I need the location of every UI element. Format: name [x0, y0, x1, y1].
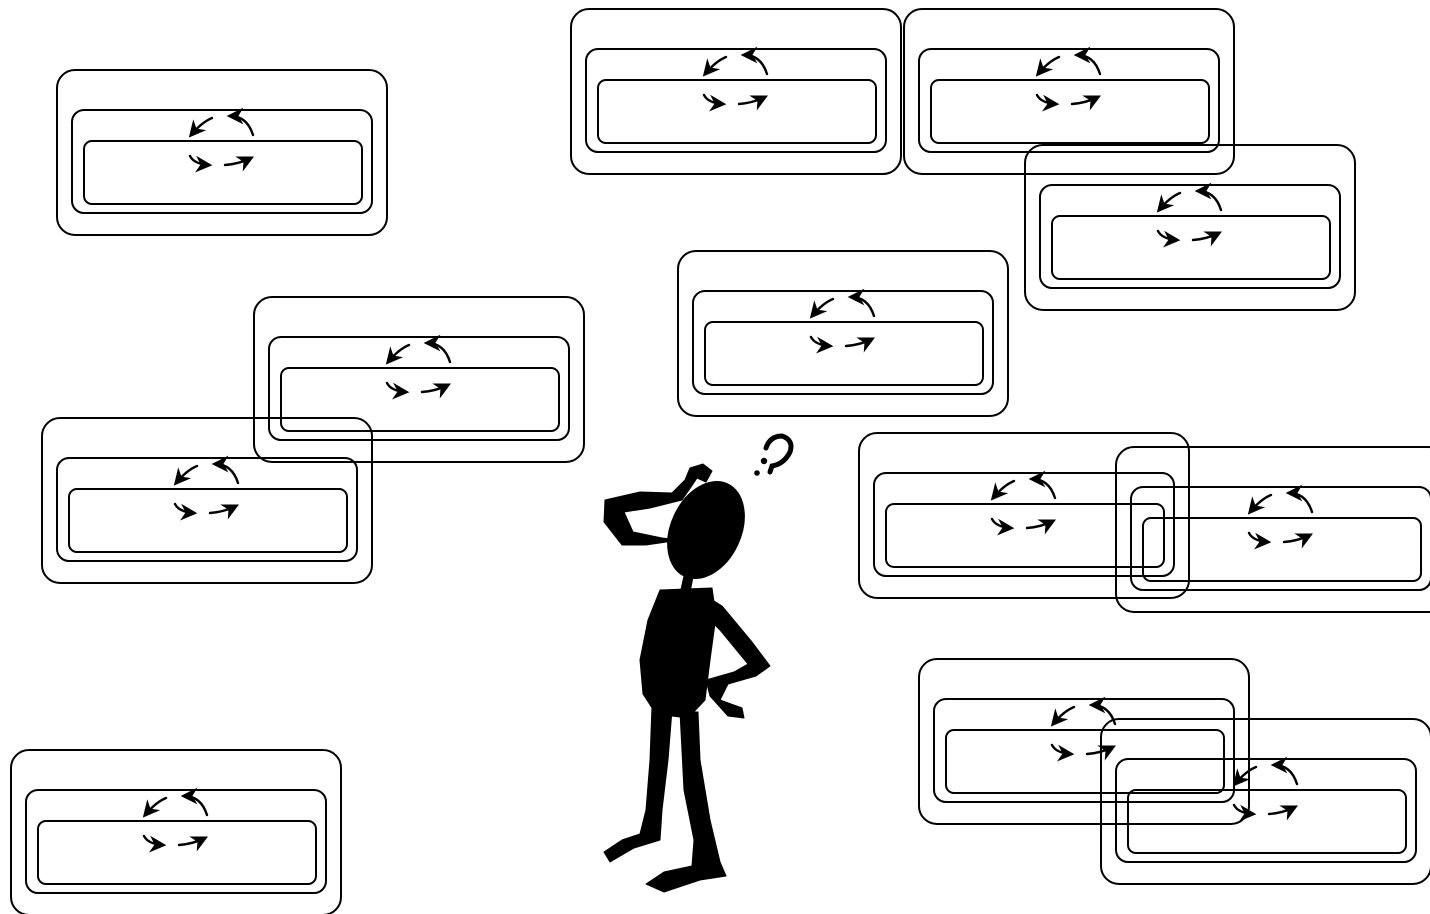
cycle-arrows-icon: [904, 9, 1234, 174]
cycle-arrows-icon: [1025, 145, 1355, 310]
cycle-box: [904, 9, 1234, 174]
confused-stick-figure-icon: ?: [0, 0, 794, 893]
cycle-box: [42, 418, 372, 583]
cycle-arrows-icon: [859, 433, 1189, 598]
cycle-arrows-icon: [57, 70, 387, 235]
cycle-arrows-icon: [678, 251, 1008, 416]
cycle-box: [678, 251, 1008, 416]
cycle-box: [57, 70, 387, 235]
cycle-arrows-icon: [11, 750, 341, 914]
cycle-box: [11, 750, 341, 914]
cycle-box: [919, 659, 1249, 824]
cycle-boxes: [11, 9, 1430, 914]
cycle-box: [571, 9, 901, 174]
cycle-arrows-icon: [919, 659, 1249, 824]
cycle-box: [859, 433, 1189, 598]
cycle-box: [254, 297, 584, 462]
thought-question-mark: ?: [0, 0, 1, 1]
cycle-box: [1025, 145, 1355, 310]
cycle-arrows-icon: [42, 418, 372, 583]
cycle-arrows-icon: [254, 297, 584, 462]
cycle-arrows-icon: [571, 9, 901, 174]
